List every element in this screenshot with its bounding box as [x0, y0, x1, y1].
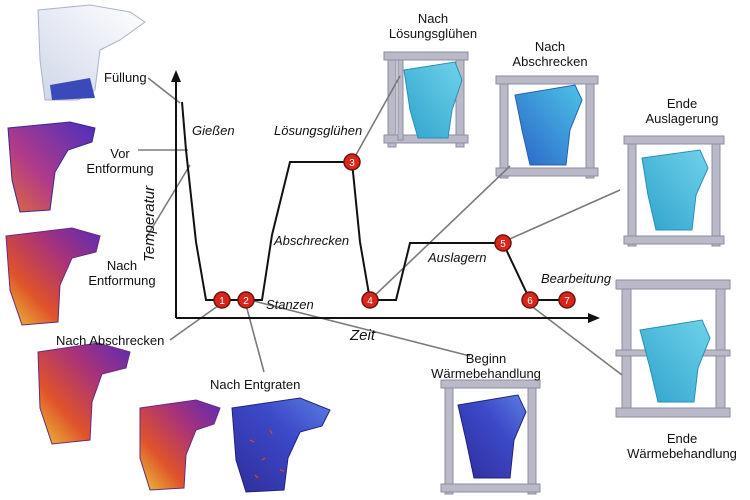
marker-1: 1	[213, 291, 231, 309]
speckles-blue	[249, 429, 285, 479]
label-nach-abschrecken-top-line2: Abschrecken	[512, 54, 588, 69]
part-beginn-waermebehandlung	[457, 394, 527, 479]
label-nach-abschrecken-top: Nach Abschrecken	[500, 39, 600, 69]
step-abschrecken: Abschrecken	[274, 233, 350, 248]
part-fuellung	[37, 4, 146, 101]
step-markers: 1 2 3 4 5 6 7	[213, 153, 576, 309]
rack-nach-abschrecken	[495, 75, 599, 179]
label-nach-entformung-line1: Nach	[106, 258, 138, 273]
label-nach-abschrecken-left: Nach Abschrecken	[56, 333, 165, 348]
part-nach-entformung	[5, 227, 101, 326]
label-nach-abschrecken-top-line1: Nach	[534, 39, 566, 54]
label-nach-loesungsgluehen: Nach Lösungsglühen	[378, 11, 488, 41]
label-nach-entgraten: Nach Entgraten	[210, 377, 301, 392]
label-ende-waermebehandlung-line2: Wärmebehandlung	[627, 446, 737, 461]
part-vor-entformung	[7, 121, 96, 213]
label-nach-loesungsgluehen-line2: Lösungsglühen	[388, 26, 478, 41]
part-nach-entgraten-hot	[139, 399, 221, 491]
part-ende-waermebehandlung	[639, 319, 711, 403]
marker-3: 3	[343, 153, 361, 171]
svg-text:1: 1	[219, 296, 225, 307]
step-loesungsgluehen: Lösungsglühen	[274, 123, 363, 138]
marker-6: 6	[521, 291, 539, 309]
svg-text:2: 2	[243, 296, 249, 307]
label-beginn-line2: Wärmebehandlung	[431, 366, 541, 381]
label-ende-waermebehandlung-line1: Ende	[666, 431, 698, 446]
label-beginn-line1: Beginn	[465, 351, 507, 366]
step-bearbeitung: Bearbeitung	[541, 271, 612, 286]
label-nach-entformung: Nach Entformung	[84, 258, 160, 288]
rack-beginn-waermebehandlung	[440, 379, 541, 495]
part-nach-abschrecken	[514, 84, 583, 166]
label-nach-entformung-line2: Entformung	[88, 273, 156, 288]
marker-5: 5	[494, 234, 512, 252]
step-giessen: Gießen	[192, 123, 235, 138]
part-fuellung-metal	[50, 78, 95, 100]
label-beginn-waermebehandlung: Beginn Wärmebehandlung	[426, 351, 546, 381]
label-ende-auslagerung-line2: Auslagerung	[645, 111, 719, 126]
label-ende-auslagerung-line1: Ende	[666, 96, 698, 111]
label-nach-loesungsgluehen-line1: Nach	[417, 11, 449, 26]
y-axis-label: Temperatur	[141, 185, 158, 262]
svg-text:3: 3	[349, 158, 355, 169]
label-vor-entformung: Vor Entformung	[82, 146, 158, 176]
label-ende-auslagerung: Ende Auslagerung	[632, 96, 732, 126]
svg-text:4: 4	[367, 296, 373, 307]
part-nach-abschrecken-left	[37, 342, 131, 445]
x-axis-label: Zeit	[350, 327, 376, 344]
svg-text:5: 5	[500, 239, 506, 250]
label-fuellung: Füllung	[104, 70, 147, 85]
rack-ende-auslagerung	[623, 135, 725, 247]
process-curve	[181, 101, 567, 301]
part-ende-auslagerung	[641, 149, 709, 231]
label-ende-waermebehandlung: Ende Wärmebehandlung	[622, 431, 742, 461]
axes	[171, 70, 600, 323]
svg-text:6: 6	[527, 296, 533, 307]
step-auslagern: Auslagern	[428, 250, 487, 265]
part-nach-loesungsgluehen	[403, 61, 463, 139]
svg-text:7: 7	[564, 296, 570, 307]
part-nach-entgraten-blue	[231, 397, 331, 493]
label-vor-entformung-line1: Vor	[110, 146, 130, 161]
marker-7: 7	[558, 291, 576, 309]
step-stanzen: Stanzen	[266, 297, 314, 312]
leader-lines	[138, 75, 623, 376]
label-vor-entformung-line2: Entformung	[86, 161, 154, 176]
marker-4: 4	[361, 291, 379, 309]
marker-2: 2	[237, 291, 255, 309]
